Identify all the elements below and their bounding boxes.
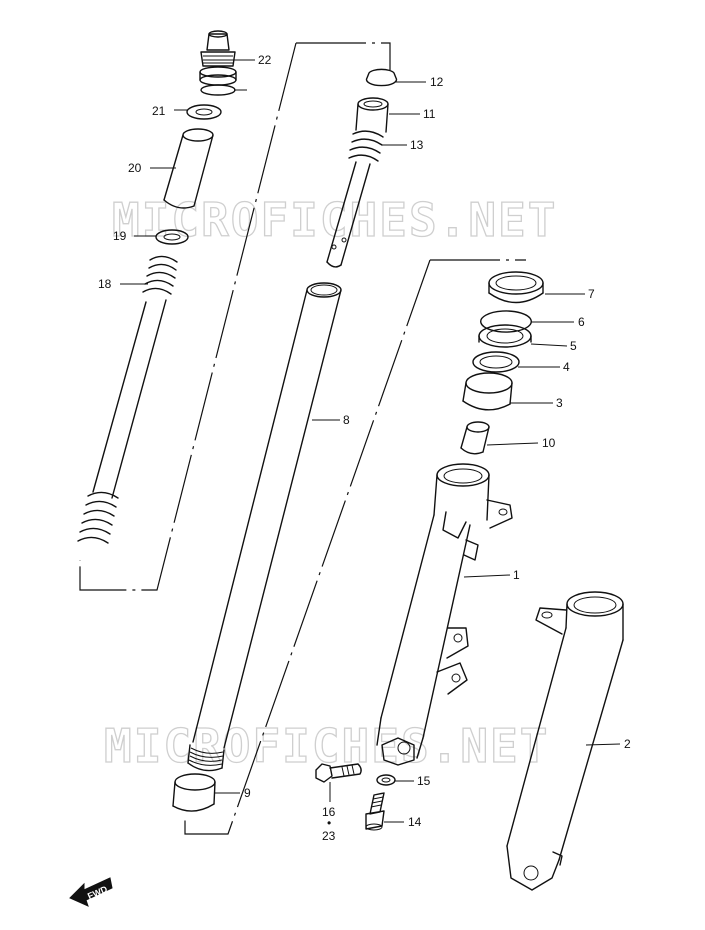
- assembly-outline-inner-tube: [184, 259, 526, 835]
- part-13-rebound-spring: [348, 130, 384, 162]
- callout-21: 22: [258, 53, 272, 67]
- part-7-dust-seal: [488, 271, 544, 304]
- callout-17: 18: [98, 277, 112, 291]
- part-3-guide-bushing: [462, 372, 513, 411]
- callout-1: 1: [513, 568, 520, 582]
- callout-9: 9: [244, 786, 251, 800]
- part-damper-rod: [326, 161, 371, 268]
- part-17-fork-spring: [77, 255, 178, 544]
- part-20-washer: [186, 104, 222, 120]
- fwd-direction-arrow: FWD: [69, 877, 113, 907]
- callout-7: 7: [588, 287, 595, 301]
- fwd-label: FWD: [86, 884, 109, 902]
- part-22-o-ring: [200, 84, 236, 96]
- callout-13: 13: [410, 138, 424, 152]
- part-11-damper-piston: [355, 97, 389, 133]
- part-5-oil-seal: [478, 324, 532, 348]
- callout-8: 8: [343, 413, 350, 427]
- callout-5: 5: [570, 339, 577, 353]
- assembly-outline-damper: [79, 42, 391, 591]
- part-4-seal-washer: [472, 351, 520, 373]
- callout-12: 12: [430, 75, 444, 89]
- part-15-gasket: [376, 774, 396, 786]
- callout-18: 19: [113, 229, 127, 243]
- callout-14: 14: [408, 815, 422, 829]
- callout-3: 3: [556, 396, 563, 410]
- part-6-oil-seal-stopper: [480, 310, 532, 333]
- callout-20: 21: [152, 104, 166, 118]
- callout-11: 11: [423, 107, 436, 121]
- callout-6: 6: [578, 315, 585, 329]
- part-9-slide-bushing: [172, 773, 216, 812]
- callout-leader-lines: [120, 59, 621, 823]
- callout-23: 23: [322, 829, 336, 843]
- callout-4: 4: [563, 360, 570, 374]
- part-18-washer: [155, 229, 189, 245]
- callout-16: 16: [322, 805, 336, 819]
- part-16-bolt: [315, 763, 362, 783]
- callout-10: 10: [542, 436, 556, 450]
- part-1-outer-tube-right: [376, 463, 513, 766]
- part-2-outer-tube-left: [506, 591, 624, 891]
- part-8-inner-tube: [187, 282, 342, 772]
- part-21-cap-bolt: [199, 30, 237, 86]
- part-12-snap-ring: [365, 68, 398, 87]
- part-10-oil-lock-piece: [460, 421, 490, 455]
- callout-16-23-separator: •: [327, 816, 331, 830]
- callout-15: 15: [417, 774, 431, 788]
- callout-2: 2: [624, 737, 631, 751]
- callout-19: 20: [128, 161, 142, 175]
- part-14-damper-rod-bolt: [365, 792, 385, 831]
